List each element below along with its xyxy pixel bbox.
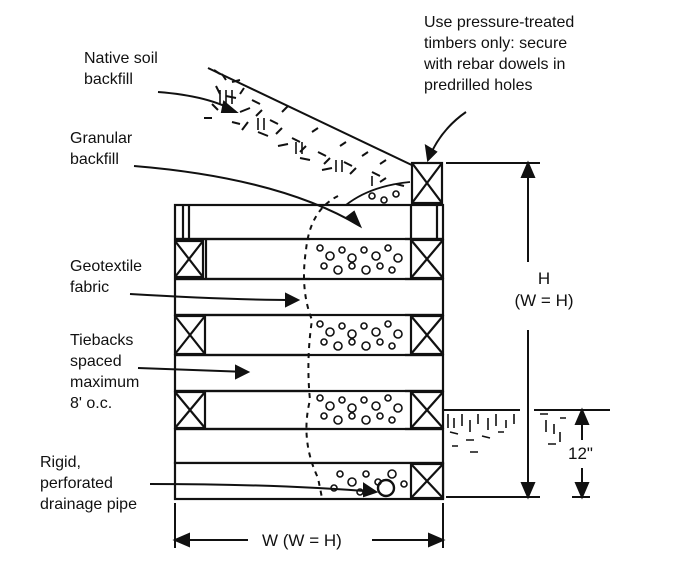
height-dimension-label: H (W = H) xyxy=(514,269,574,310)
native-soil-label: Native soil backfill xyxy=(84,50,158,88)
geotextile-label: Geotextile fabric xyxy=(70,258,143,296)
embedment-dimension-label: 12" xyxy=(568,444,593,463)
native-soil-slope xyxy=(204,67,419,187)
granular-backfill-label: Granular backfill xyxy=(70,130,133,168)
pressure-treated-label: Use pressure-treated timbers only: secur… xyxy=(424,14,575,94)
geotextile-fabric-line xyxy=(303,195,339,499)
tieback-ends xyxy=(173,161,445,500)
width-dimension-label: W (W = H) xyxy=(262,531,342,550)
drainage-pipe-label: Rigid, perforated drainage pipe xyxy=(40,454,137,513)
drainage-pipe xyxy=(376,478,396,498)
tiebacks-label: Tiebacks spaced maximum 8' o.c. xyxy=(70,332,140,412)
leader-arrows xyxy=(129,91,467,498)
timber-courses xyxy=(173,203,445,501)
dimension-lines xyxy=(172,160,590,548)
